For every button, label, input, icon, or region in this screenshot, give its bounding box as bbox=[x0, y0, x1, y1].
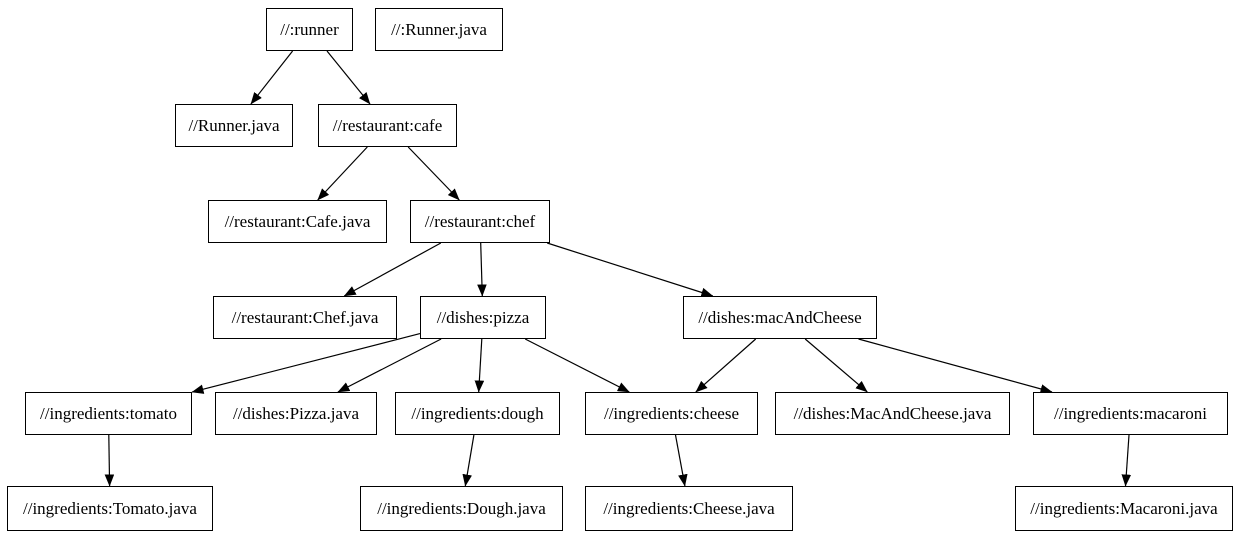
graph-edge-runner-to-cafe bbox=[326, 50, 371, 105]
graph-edge-pizza-to-pizza_java bbox=[337, 338, 442, 393]
graph-edge-runner-to-runner_java bbox=[250, 50, 294, 105]
graph-edge-tomato-to-tomato_java bbox=[104, 434, 115, 487]
graph-node-cafe_java: //restaurant:Cafe.java bbox=[208, 200, 387, 243]
graph-node-macaroni: //ingredients:macaroni bbox=[1033, 392, 1228, 435]
graph-edge-cafe-to-chef bbox=[407, 146, 460, 201]
graph-node-chef: //restaurant:chef bbox=[410, 200, 550, 243]
graph-node-runner: //:runner bbox=[266, 8, 353, 51]
graph-node-pizza: //dishes:pizza bbox=[420, 296, 546, 339]
graph-node-dough: //ingredients:dough bbox=[395, 392, 560, 435]
graph-node-pizza_java: //dishes:Pizza.java bbox=[215, 392, 377, 435]
graph-node-cheese: //ingredients:cheese bbox=[585, 392, 758, 435]
graph-edge-chef-to-chef_java bbox=[343, 242, 442, 297]
graph-node-cafe: //restaurant:cafe bbox=[318, 104, 457, 147]
graph-edge-pizza-to-dough bbox=[474, 338, 485, 393]
graph-node-dough_java: //ingredients:Dough.java bbox=[360, 486, 563, 531]
graph-edge-mac_and_cheese-to-mac_and_cheese_java bbox=[804, 338, 868, 393]
graph-edge-chef-to-mac_and_cheese bbox=[547, 242, 714, 298]
graph-edge-chef-to-pizza bbox=[477, 242, 487, 297]
graph-node-runner_java: //Runner.java bbox=[175, 104, 293, 147]
graph-node-tomato_java: //ingredients:Tomato.java bbox=[7, 486, 213, 531]
graph-edge-dough-to-dough_java bbox=[462, 434, 475, 487]
graph-edge-macaroni-to-macaroni_java bbox=[1121, 434, 1132, 487]
graph-edge-cheese-to-cheese_java bbox=[674, 434, 688, 487]
graph-node-mac_and_cheese_java: //dishes:MacAndCheese.java bbox=[775, 392, 1010, 435]
graph-node-macaroni_java: //ingredients:Macaroni.java bbox=[1015, 486, 1233, 531]
graph-edge-pizza-to-cheese bbox=[524, 338, 630, 393]
graph-edge-mac_and_cheese-to-cheese bbox=[695, 338, 757, 393]
graph-node-chef_java: //restaurant:Chef.java bbox=[213, 296, 397, 339]
graph-node-tomato: //ingredients:tomato bbox=[25, 392, 192, 435]
graph-edge-pizza-to-tomato bbox=[191, 333, 421, 394]
graph-edge-mac_and_cheese-to-macaroni bbox=[858, 338, 1053, 394]
graph-node-mac_and_cheese: //dishes:macAndCheese bbox=[683, 296, 877, 339]
graph-node-runner_java_root: //:Runner.java bbox=[375, 8, 503, 51]
graph-node-cheese_java: //ingredients:Cheese.java bbox=[585, 486, 793, 531]
graph-edge-cafe-to-cafe_java bbox=[317, 146, 368, 201]
